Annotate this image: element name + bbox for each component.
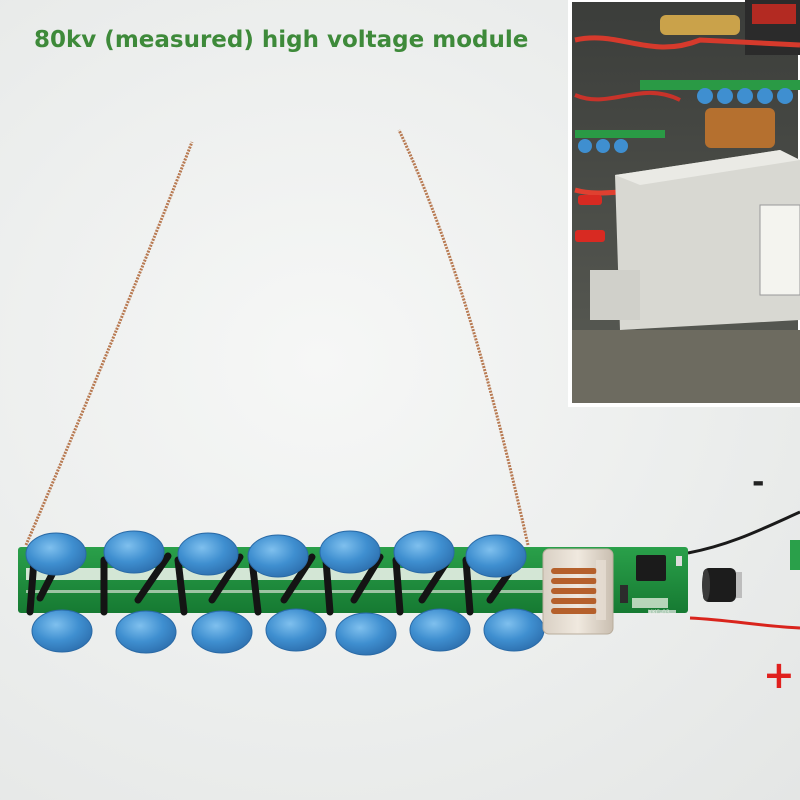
power-supply-display [752, 4, 796, 24]
inset-photo [568, 0, 800, 407]
positive-lead [689, 616, 800, 630]
electrolytic-body [703, 568, 736, 602]
inset-enclosure [615, 150, 800, 330]
negative-terminal-label: - [752, 465, 765, 500]
positive-terminal-label: + [763, 653, 795, 697]
negative-lead [687, 510, 800, 555]
edge-board [790, 540, 800, 570]
image-title: 80kv (measured) high voltage module [34, 27, 529, 53]
left-wire [24, 141, 194, 546]
inset-meter [759, 204, 800, 296]
inset-pcb-strip [640, 80, 800, 90]
capacitors-bottom [31, 608, 545, 656]
capacitors-top [25, 530, 527, 578]
ic-chip [636, 555, 666, 581]
input-leads [687, 510, 800, 630]
yellow-coil [660, 15, 740, 35]
electrolytic-capacitor [702, 568, 742, 602]
pcb-label-text: XKC-03 [648, 609, 670, 616]
inset-coil [705, 108, 775, 148]
bench-surface [572, 330, 800, 403]
discharge-wires [24, 129, 530, 546]
transformer-coil [542, 548, 614, 635]
inset-frame [568, 0, 800, 407]
right-wire [397, 129, 530, 546]
driver-circuit [620, 555, 682, 615]
